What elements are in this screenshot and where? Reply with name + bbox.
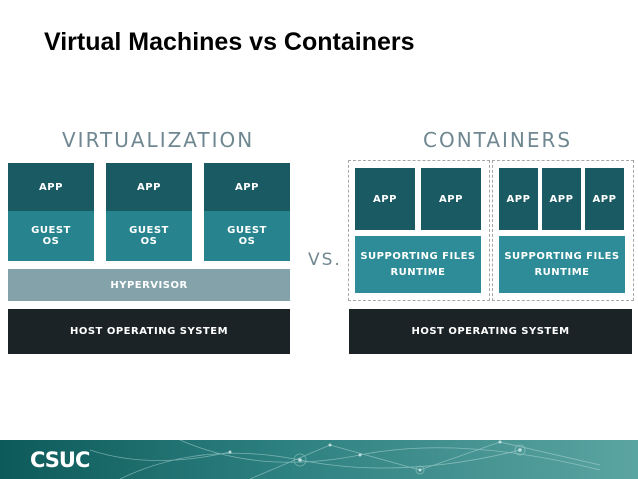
container-app-1: APP (355, 168, 415, 230)
vm-app-3: APP (204, 163, 290, 211)
hypervisor-layer: HYPERVISOR (8, 269, 290, 301)
guest-os-3: GUEST OS (204, 211, 290, 261)
footer-banner (0, 440, 638, 479)
container-app-2: APP (421, 168, 481, 230)
vm-app-1: APP (8, 163, 94, 211)
supporting-files-runtime-2: SUPPORTING FILES RUNTIME (499, 236, 625, 293)
container-group-1 (348, 160, 490, 301)
container-app-5: APP (585, 168, 624, 230)
guest-os-1: GUEST OS (8, 211, 94, 261)
container-group-2 (492, 160, 634, 301)
container-host-os-layer: HOST OPERATING SYSTEM (349, 309, 632, 354)
container-app-4: APP (542, 168, 581, 230)
supporting-files-runtime-1: SUPPORTING FILES RUNTIME (355, 236, 481, 293)
slide-title: Virtual Machines vs Containers (44, 28, 415, 56)
containers-heading: CONTAINERS (423, 128, 573, 152)
vm-host-os-layer: HOST OPERATING SYSTEM (8, 309, 290, 354)
footer-network-pattern (89, 440, 601, 479)
virtualization-heading: VIRTUALIZATION (62, 128, 255, 152)
guest-os-2: GUEST OS (106, 211, 192, 261)
vs-label: VS. (308, 250, 342, 270)
vm-app-2: APP (106, 163, 192, 211)
container-app-3: APP (499, 168, 538, 230)
csuc-logo: CSUC (30, 448, 90, 472)
